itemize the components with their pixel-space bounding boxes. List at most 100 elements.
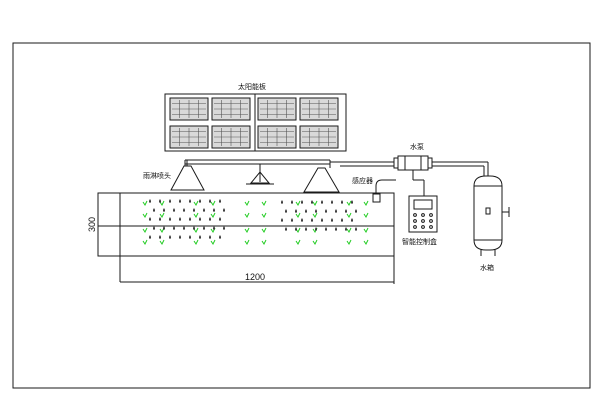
water-droplet [219, 199, 221, 203]
solar-cell [169, 97, 209, 121]
plant-sprout [346, 227, 352, 233]
water-droplet [169, 199, 171, 203]
water-droplet [321, 218, 323, 222]
water-droplet [301, 218, 303, 222]
center-sprinkler-mount [246, 171, 274, 185]
solar-panel [164, 93, 347, 152]
water-droplet [159, 217, 161, 221]
water-droplet [189, 235, 191, 239]
water-droplet [355, 227, 357, 231]
plant-sprout [210, 212, 216, 218]
water-droplet [169, 217, 171, 221]
water-droplet [153, 226, 155, 230]
water-droplet [311, 200, 313, 204]
plant-sprout [159, 200, 165, 206]
plant-sprout [210, 200, 216, 206]
water-droplet [219, 235, 221, 239]
water-droplet [213, 226, 215, 230]
water-droplet [351, 218, 353, 222]
water-droplet [209, 199, 211, 203]
plant-sprout [363, 200, 369, 206]
solar-cell [211, 97, 251, 121]
water-droplet [199, 199, 201, 203]
plant-sprout [346, 212, 352, 218]
sensor-label: 感应器 [352, 176, 373, 185]
plant-sprout [261, 227, 267, 233]
water-pump-label: 水泵 [410, 142, 424, 151]
water-droplet [183, 208, 185, 212]
water-droplet [291, 218, 293, 222]
bed-plants-and-droplets [142, 199, 369, 245]
water-droplet [179, 235, 181, 239]
plant-sprout [312, 212, 318, 218]
plant-sprout [346, 200, 352, 206]
water-droplet [189, 217, 191, 221]
water-droplet [149, 235, 151, 239]
water-droplet [149, 217, 151, 221]
plant-sprout [210, 239, 216, 245]
water-droplet [149, 199, 151, 203]
solar-cell [169, 125, 209, 149]
water-droplet [223, 226, 225, 230]
water-droplet [295, 227, 297, 231]
plant-sprout [346, 239, 352, 245]
plant-sprout [312, 200, 318, 206]
water-droplet [331, 218, 333, 222]
water-droplet [173, 226, 175, 230]
water-droplet [203, 226, 205, 230]
plant-sprout [244, 227, 250, 233]
plant-sprout [193, 239, 199, 245]
water-droplet [315, 227, 317, 231]
rain-nozzle-right [303, 167, 340, 193]
water-droplet [335, 209, 337, 213]
growing-bed [97, 192, 395, 282]
water-droplet [281, 218, 283, 222]
solar-panel-cells [169, 97, 339, 149]
water-droplet [335, 227, 337, 231]
smart-control-box-label: 智能控制盒 [402, 237, 437, 246]
pump-control-wire [412, 170, 425, 196]
plant-sprout [193, 227, 199, 233]
water-droplet [199, 217, 201, 221]
water-droplet [223, 208, 225, 212]
water-droplet [179, 217, 181, 221]
solar-cell [299, 97, 339, 121]
water-droplet [305, 227, 307, 231]
water-droplet [285, 227, 287, 231]
rain-nozzle-label: 雨淋喷头 [143, 171, 171, 180]
water-droplet [355, 209, 357, 213]
solar-cell [257, 97, 297, 121]
water-droplet [213, 208, 215, 212]
dimension-width: 1200 [245, 272, 265, 282]
water-droplet [153, 208, 155, 212]
solar-cell [299, 125, 339, 149]
water-droplet [345, 209, 347, 213]
pump-to-tank-pipe [432, 161, 489, 176]
water-droplet [199, 235, 201, 239]
pipe-rail [184, 159, 398, 182]
water-droplet [179, 199, 181, 203]
water-droplet [341, 200, 343, 204]
plant-sprout [244, 239, 250, 245]
plant-sprout [363, 227, 369, 233]
rain-nozzle-left [170, 160, 205, 191]
water-tank-label: 水箱 [480, 263, 494, 272]
plant-sprout [261, 212, 267, 218]
plant-sprout [193, 200, 199, 206]
plant-sprout [142, 239, 148, 245]
dimension-lines [97, 193, 395, 284]
smart-control-box [408, 195, 438, 233]
water-droplet [345, 227, 347, 231]
water-droplet [159, 235, 161, 239]
water-droplet [219, 217, 221, 221]
plant-sprout [159, 239, 165, 245]
sensor [372, 179, 396, 203]
water-droplet [325, 209, 327, 213]
water-droplet [305, 209, 307, 213]
water-droplet [183, 226, 185, 230]
plant-sprout [142, 227, 148, 233]
water-droplet [163, 208, 165, 212]
water-droplet [159, 199, 161, 203]
water-droplet [281, 200, 283, 204]
